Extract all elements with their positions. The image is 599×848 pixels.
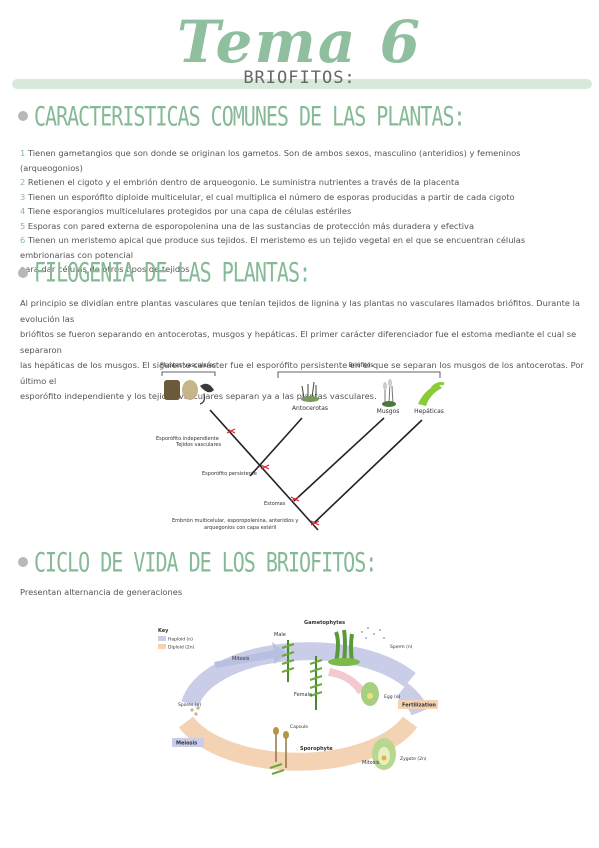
key-swatch-diploid [158,644,166,649]
section-bullet [18,111,28,121]
tree-branch-hepaticas [313,419,423,524]
page-title: Tema 6 [177,8,422,76]
spores-icon [190,706,200,716]
character-label: Estomas [264,501,286,507]
paragraph-line: briófitos se fueron separando en antocer… [20,329,577,355]
character-label: Esporófito independiente [156,435,219,442]
label-sperm: Sperm (n) [390,644,413,650]
archegonium-icon [361,682,379,706]
list-item: 4 Tiene esporangios multicelulares prote… [20,206,352,216]
label-spores: Spores (n) [178,702,201,708]
section-heading-characteristics: CARACTERISTICAS COMUNES DE LAS PLANTAS: [34,100,466,133]
phylogeny-paragraph: Al principio se dividían entre plantas v… [20,296,585,405]
bracket-bryophytes [277,371,441,378]
list-item: 6 Tienen un meristemo apical que produce… [20,235,526,260]
character-mark [260,464,270,470]
tree-branch-antocerotas [249,417,303,477]
cladogram-diagram: Plantas vasculares Briófitos Antocerotas… [156,362,445,531]
label-capsule: Capsule [290,724,308,730]
paragraph-line: Al principio se dividían entre plantas v… [20,298,580,324]
taxon-label-musgos: Musgos [377,408,400,415]
key-swatch-haploid [158,636,166,641]
life-cycle-diagram: Key Haploid (n) Diploid (2n) Mitosis Gam… [158,620,438,775]
character-label: arquegonios con capa estéril [204,524,276,531]
label-meiosis: Meiosis [176,741,197,747]
key-label-diploid: Diploid (2n) [168,645,195,651]
moss-cluster-icon [328,629,360,666]
vascular-plants-icon [164,380,214,405]
section-bullet [18,557,28,567]
list-item: 1 Tienen gametangios que son donde se or… [20,148,521,173]
label-female: Female [294,692,312,698]
taxon-label-hepaticas: Hepáticas [414,408,444,415]
label-gametophytes: Gametophytes [304,620,345,626]
moss-icon [382,379,396,407]
tree-branch-vascular [209,409,319,531]
label-mitosis-bottom: Mitosis [362,760,380,766]
character-label: Embrión multicelular, esporopolenina, an… [172,517,298,524]
group-label-vascular: Plantas vasculares [160,362,216,369]
fertilization-fan [328,668,366,694]
section-bullet [18,268,28,278]
characteristics-list: 1 Tienen gametangios que son donde se or… [20,146,580,277]
list-item: 3 Tienen un esporófito diploide multicel… [20,191,515,202]
group-label-bryophytes: Briófitos [349,362,374,369]
label-zygote: Zygote (2n) [400,756,427,762]
character-label: Esporófito persistente [202,470,257,477]
label-egg: Egg (n) [384,694,401,700]
sporophyte-icon [269,727,289,775]
character-label: Tejidos vasculares [175,442,222,448]
page-subtitle: BRIOFITOS: [243,68,356,88]
bracket-vascular [161,371,216,376]
taxon-label-antocerotas: Antocerotas [292,405,328,412]
list-item: 5 Esporas con pared externa de esporopol… [20,220,475,231]
zygote-icon [372,738,396,770]
label-fertilization: Fertilization [402,703,436,709]
tree-branch-musgos [293,417,385,502]
meiosis-label-box [172,738,204,747]
key-label-haploid: Haploid (n) [168,637,193,643]
hornwort-icon [301,381,319,402]
sperm-dots-icon [361,627,385,639]
list-item: 2 Retienen el cigoto y el embrión dentro… [20,177,460,187]
label-sporophyte: Sporophyte [300,746,333,752]
mitosis-arrow-top [214,642,288,668]
section-heading-life-cycle: CICLO DE VIDA DE LOS BRIOFITOS: [34,546,377,579]
paragraph-line: las hepáticas de los musgos. El siguient… [20,360,584,386]
key-title: Key [158,628,169,634]
paragraph-line: esporófito independiente y los tejidos v… [20,391,377,401]
life-cycle-intro: Presentan alternancia de generaciones [20,587,183,597]
liverwort-icon [418,382,445,406]
list-item: para dar células de otros tipos de tejid… [20,264,190,274]
label-mitosis-top: Mitosis [232,656,250,662]
label-male: Male [274,632,286,638]
fertilization-label-box [398,700,438,709]
male-gametophyte-icon [281,640,295,682]
character-mark [310,520,320,526]
section-heading-phylogeny: FILOGENIA DE LAS PLANTAS: [34,256,311,289]
character-mark [290,496,300,502]
female-gametophyte-icon [309,656,323,710]
title-underline-bar [12,79,592,89]
character-mark [226,428,236,434]
